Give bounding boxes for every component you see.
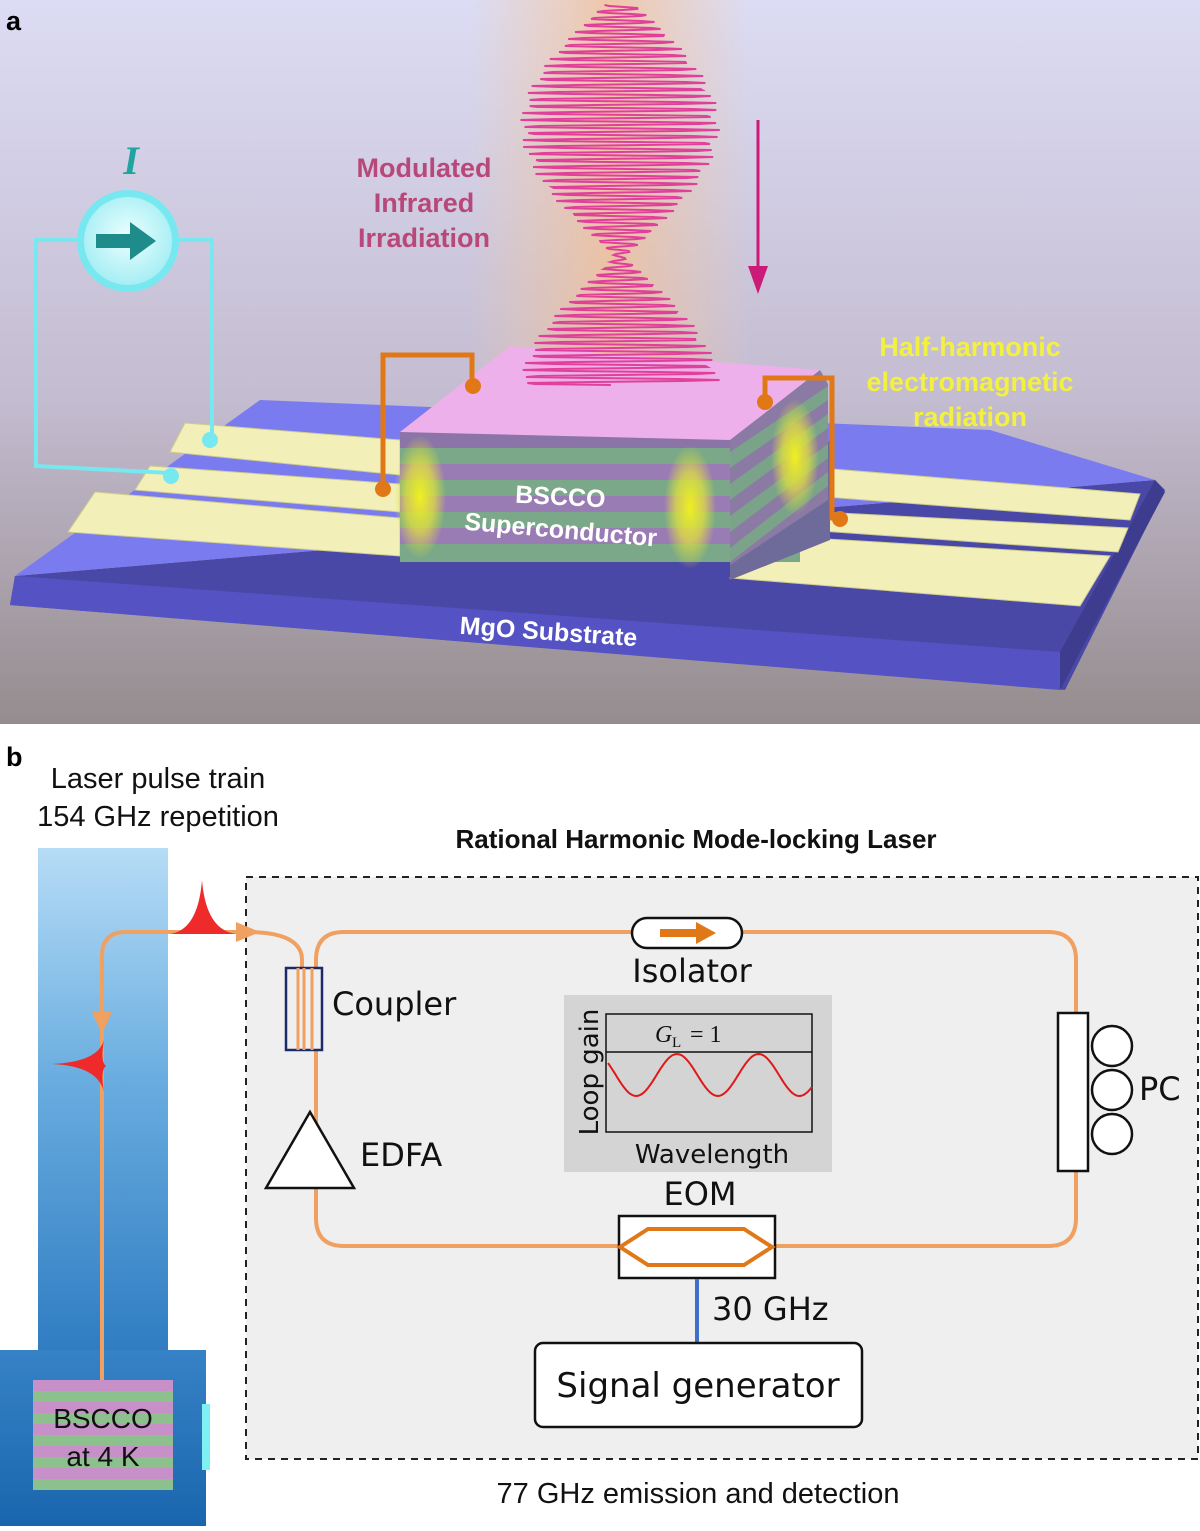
- loop-gain-curve: [607, 1052, 813, 1098]
- output-fiber: [100, 930, 246, 1384]
- wire-contact-3: [757, 394, 773, 410]
- right-electrodes: [729, 467, 1141, 607]
- signal-generator-box: [533, 1341, 864, 1429]
- radiation-glow-right: [771, 399, 819, 515]
- laser-pulse-1: [170, 880, 236, 934]
- current-contact-1: [202, 432, 218, 448]
- gain-subscript: L: [672, 1035, 681, 1051]
- wire-contact-1: [375, 481, 391, 497]
- pc-label: PC: [1139, 1070, 1181, 1108]
- edfa-label: EDFA: [360, 1136, 442, 1174]
- bscco-label: BSCCO: [515, 481, 607, 514]
- current-symbol: I: [122, 138, 140, 183]
- radiation-glow-left: [394, 435, 446, 559]
- infrared-wave: [520, 4, 720, 386]
- wire-contact-4: [832, 511, 848, 527]
- emission-label: 77 GHz emission and detection: [497, 1478, 900, 1510]
- wire-contact-2: [465, 378, 481, 394]
- loop-gain-inset: Loop gain Wavelength G L = 1: [564, 995, 832, 1172]
- irradiation-arrow-icon: [748, 120, 768, 294]
- polarization-controller-icon: [1056, 1011, 1134, 1173]
- eom-label: EOM: [663, 1175, 736, 1213]
- fiber-direction-arrow-2: [92, 1012, 112, 1034]
- infrared-label-line-3: Irradiation: [358, 223, 490, 253]
- radiation-label-line-3: radiation: [913, 402, 1027, 432]
- laser-pulse-2: [52, 1040, 106, 1092]
- pulse-train-label-line-2: 154 GHz repetition: [37, 801, 279, 833]
- fiber-direction-arrow-1: [236, 922, 260, 942]
- isolator-label: Isolator: [632, 952, 752, 990]
- inset-y-label: Loop gain: [575, 1009, 605, 1136]
- laser-title: Rational Harmonic Mode-locking Laser: [455, 824, 936, 854]
- bscco-sample: [33, 1380, 173, 1490]
- radiation-label-line-1: Half-harmonic: [879, 332, 1061, 362]
- coupler-icon: [284, 966, 324, 1052]
- infrared-label: Modulated Infrared Irradiation: [357, 153, 492, 253]
- inset-x-label: Wavelength: [635, 1140, 789, 1170]
- sample-label-line-1: BSCCO: [53, 1403, 153, 1434]
- radiation-label-line-2: electromagnetic: [866, 367, 1073, 397]
- left-electrodes: [67, 422, 401, 557]
- isolator-icon: [630, 916, 744, 950]
- current-contact-2: [163, 468, 179, 484]
- coupler-label: Coupler: [332, 985, 457, 1023]
- panel-a-label: a: [6, 6, 22, 36]
- frequency-label: 30 GHz: [712, 1290, 829, 1328]
- gain-symbol: G: [655, 1022, 672, 1048]
- current-arrow-icon: [96, 222, 156, 260]
- signal-generator-label: Signal generator: [556, 1366, 839, 1406]
- radiation-glow-center: [664, 445, 716, 569]
- infrared-label-line-1: Modulated: [357, 153, 492, 183]
- edfa-icon: [263, 1109, 357, 1190]
- infrared-label-line-2: Infrared: [374, 188, 475, 218]
- pulse-train-label-line-1: Laser pulse train: [51, 763, 265, 795]
- sample-label-line-2: at 4 K: [66, 1441, 139, 1472]
- panel-b-label: b: [6, 742, 23, 772]
- eom-icon: [616, 1214, 777, 1280]
- radiation-label: Half-harmonic electromagnetic radiation: [866, 332, 1073, 432]
- gain-value: = 1: [690, 1022, 722, 1048]
